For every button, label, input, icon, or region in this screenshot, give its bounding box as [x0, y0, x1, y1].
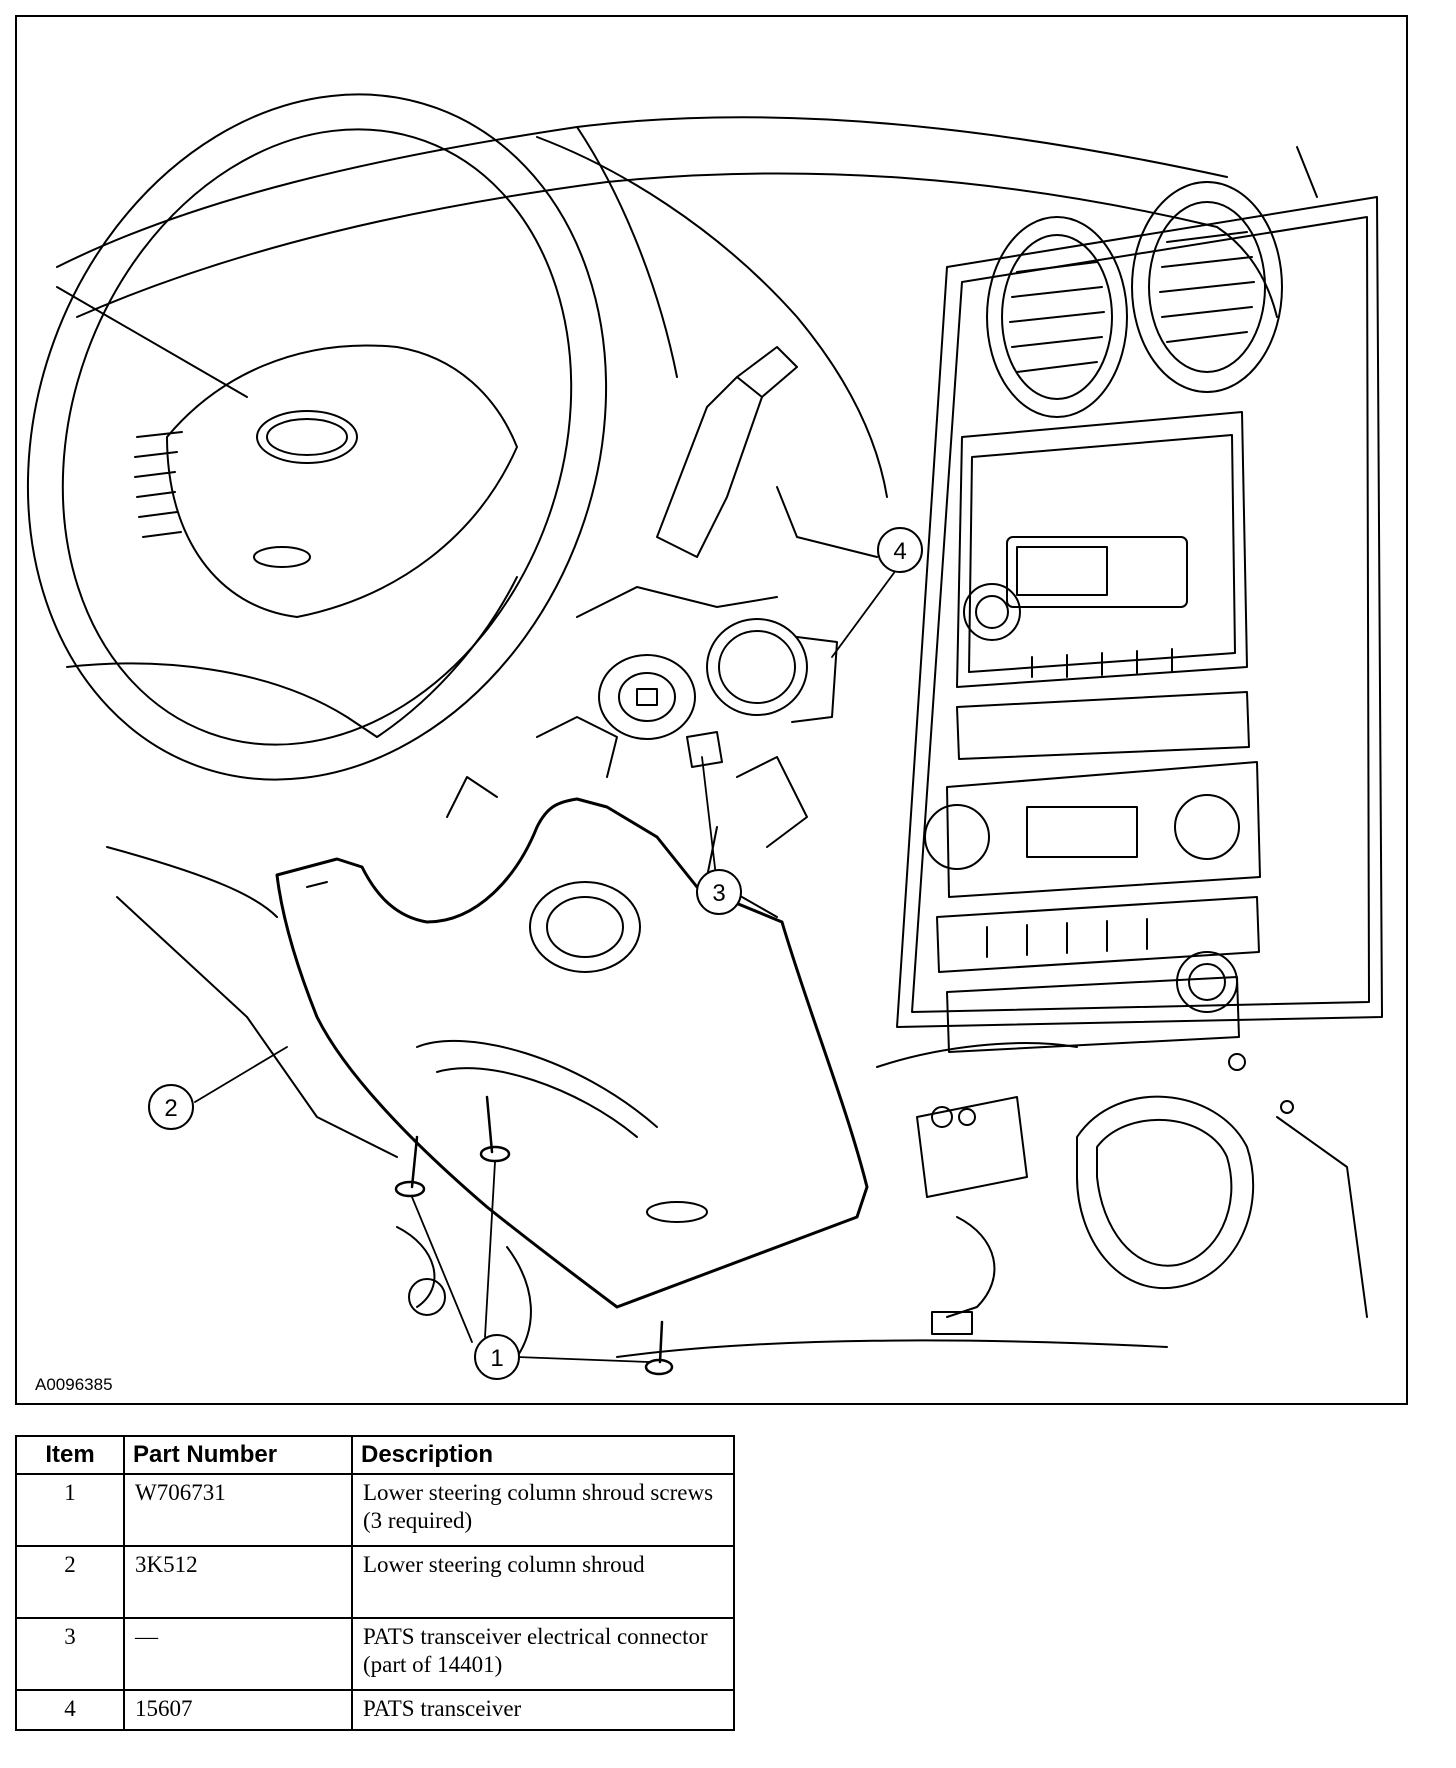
figure-id-label: A0096385	[35, 1375, 113, 1394]
air-vents	[986, 181, 1283, 418]
center-stack	[896, 196, 1383, 1071]
header-description: Description	[351, 1435, 735, 1475]
cell-description: Lower steering column shroud	[351, 1545, 735, 1619]
callout-3: 3	[696, 869, 742, 915]
callout-2: 2	[148, 1084, 194, 1130]
cell-description: PATS transceiver electrical connector (p…	[351, 1617, 735, 1691]
steering-column-illustration: 2 1 3 4	[26, 93, 1383, 1380]
figure-frame: 2 1 3 4 A0096385	[15, 15, 1408, 1405]
cell-item: 2	[15, 1545, 125, 1619]
callout-1: 1	[474, 1334, 520, 1380]
svg-text:4: 4	[893, 538, 906, 565]
parts-table: Item Part Number Description 1 W706731 L…	[15, 1435, 735, 1731]
table-row: 1 W706731 Lower steering column shroud s…	[15, 1473, 735, 1547]
lower-column-shroud	[275, 797, 869, 1309]
cell-item: 1	[15, 1473, 125, 1547]
table-row: 3 — PATS transceiver electrical connecto…	[15, 1617, 735, 1691]
cell-item: 3	[15, 1617, 125, 1691]
shroud-screws	[394, 1095, 674, 1376]
table-row: 2 3K512 Lower steering column shroud	[15, 1545, 735, 1619]
cell-item: 4	[15, 1689, 125, 1731]
header-part-number: Part Number	[123, 1435, 353, 1475]
steering-column	[446, 586, 838, 918]
svg-text:3: 3	[712, 880, 725, 907]
svg-text:1: 1	[490, 1345, 503, 1372]
dashboard-outline	[56, 116, 1318, 558]
table-header-row: Item Part Number Description	[15, 1435, 735, 1475]
cell-description: Lower steering column shroud screws (3 r…	[351, 1473, 735, 1547]
table-row: 4 15607 PATS transceiver	[15, 1689, 735, 1731]
lower-dash	[106, 846, 1368, 1358]
svg-text:2: 2	[164, 1095, 177, 1122]
turn-signal-stalk	[656, 346, 798, 558]
cell-part-number: 15607	[123, 1689, 353, 1731]
steering-wheel	[26, 93, 608, 781]
header-item: Item	[15, 1435, 125, 1475]
cell-part-number: —	[123, 1617, 353, 1691]
cell-part-number: W706731	[123, 1473, 353, 1547]
cell-description: PATS transceiver	[351, 1689, 735, 1731]
callout-4: 4	[877, 527, 923, 573]
cell-part-number: 3K512	[123, 1545, 353, 1619]
